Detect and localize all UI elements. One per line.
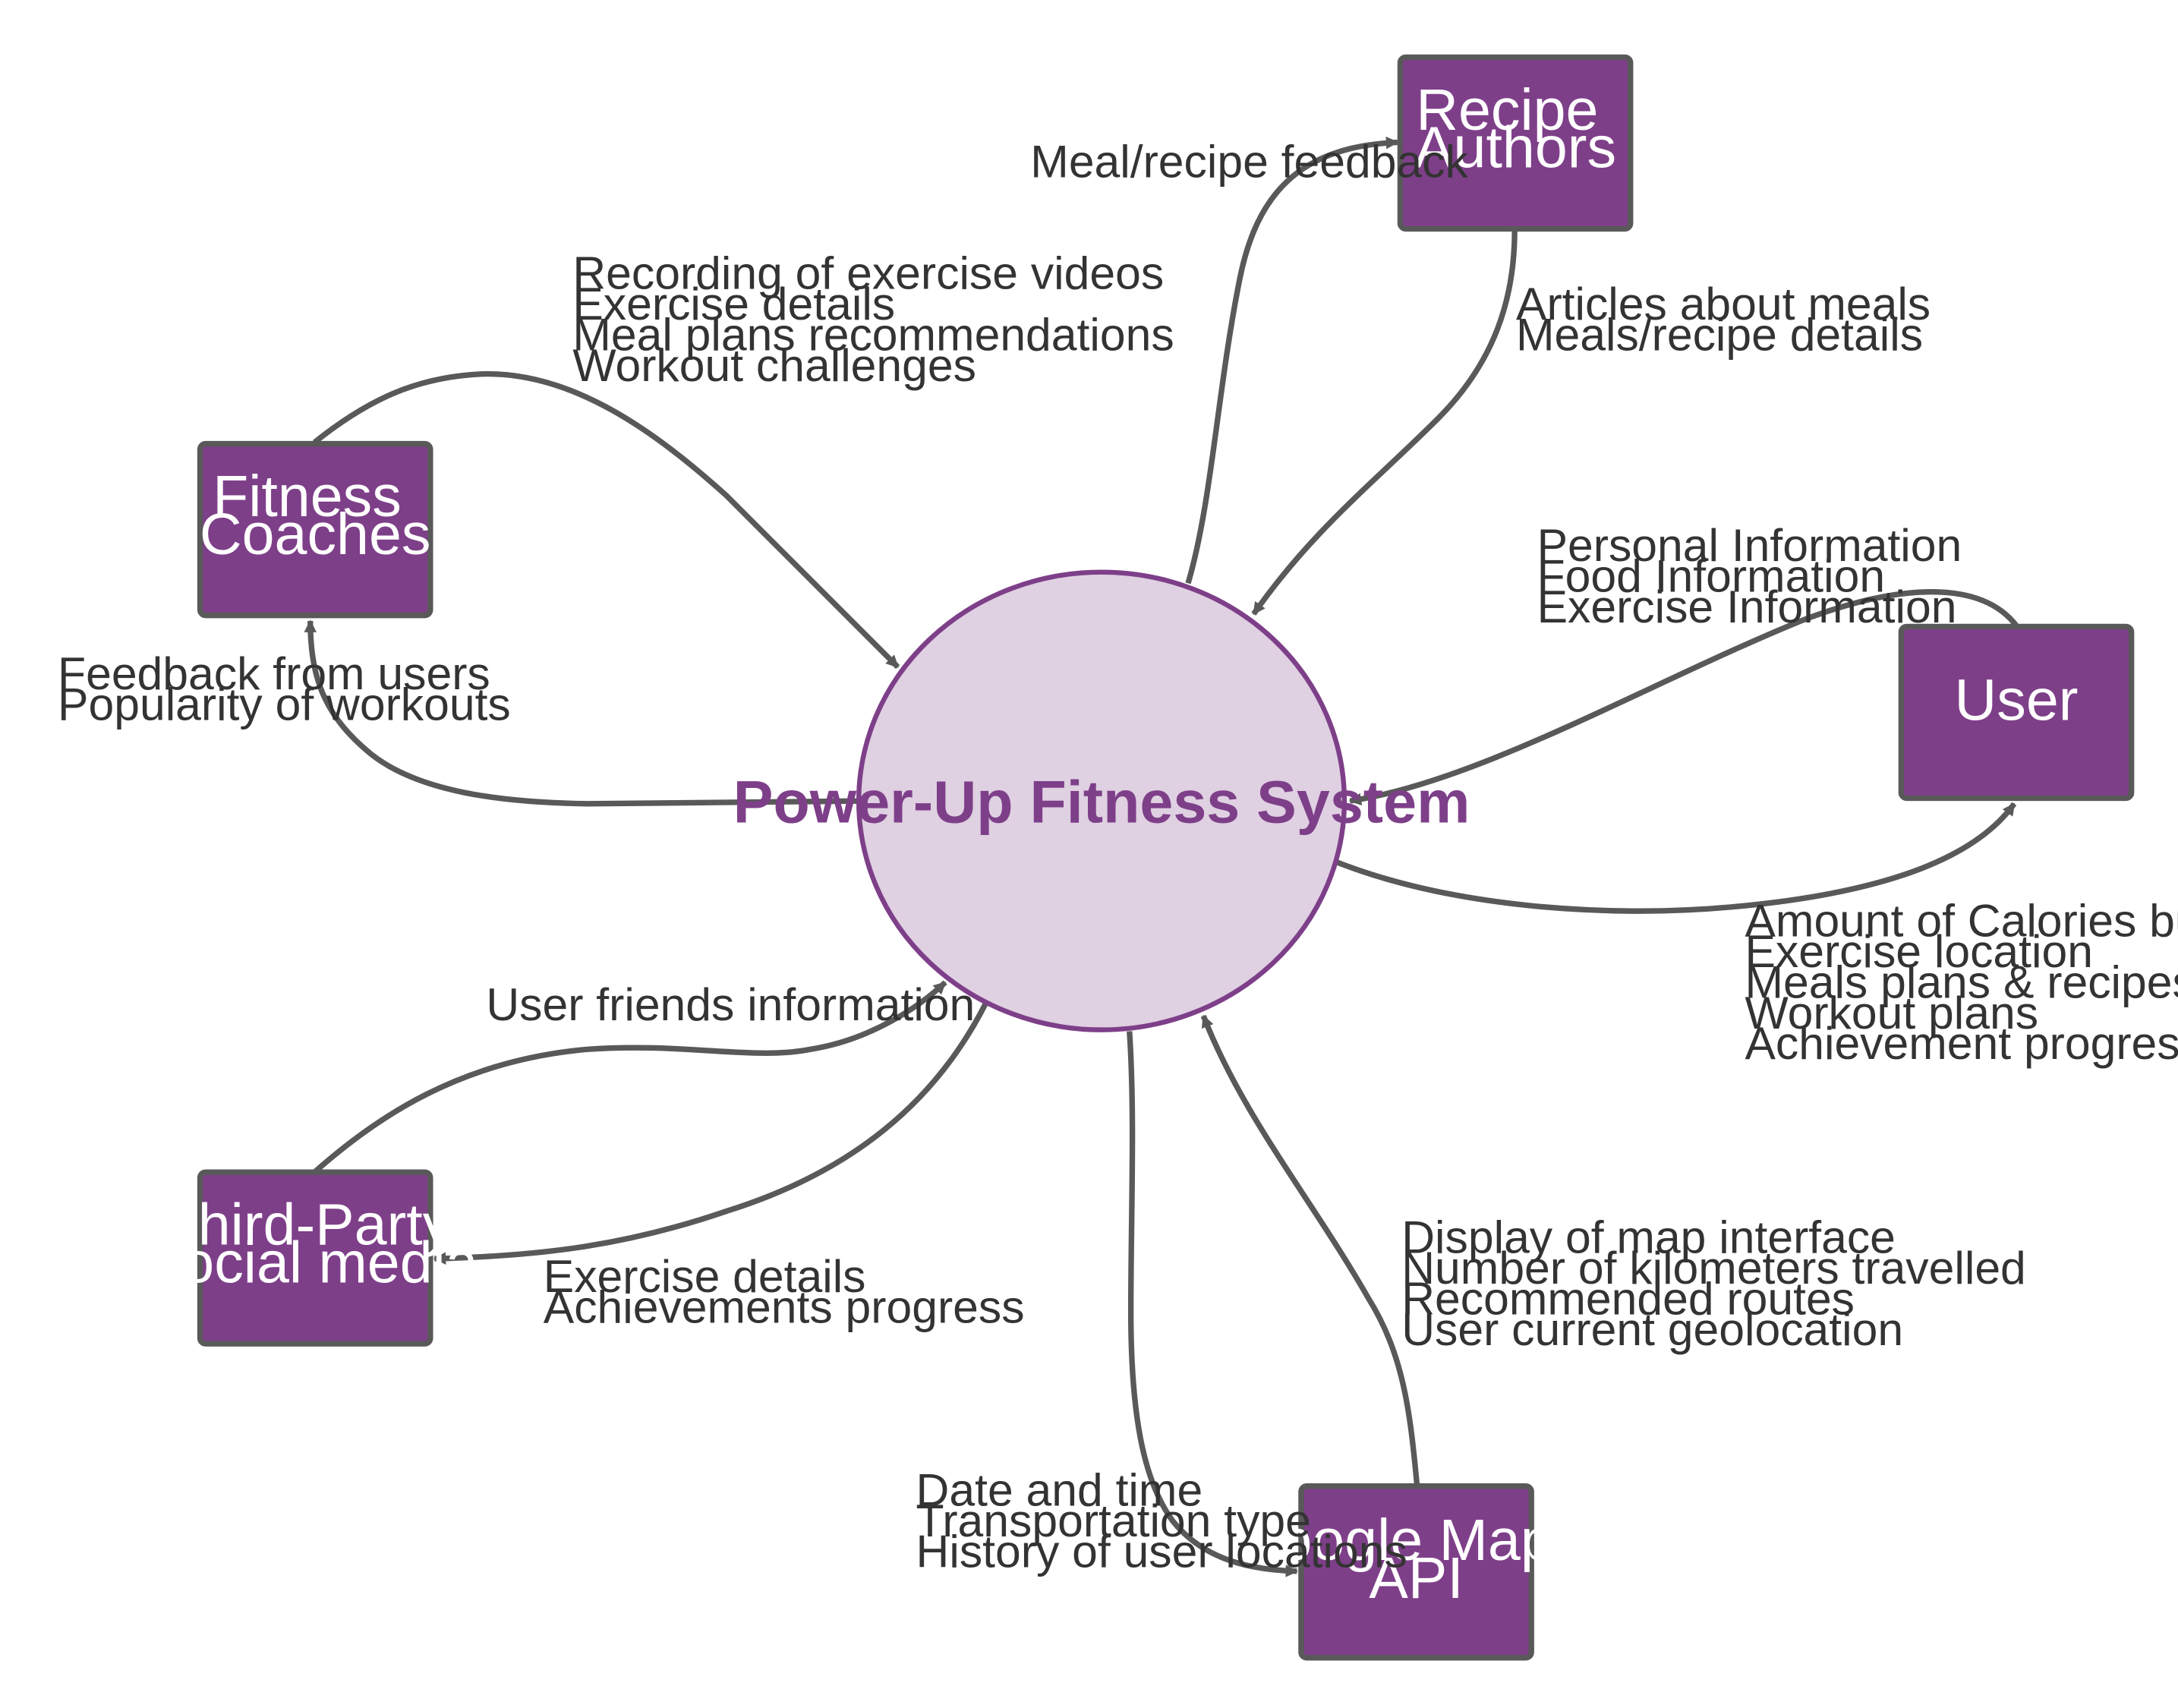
arrow-maps-output xyxy=(1200,1014,1420,1486)
flow-label-recipe-articles: Articles about meals Meals/recipe detail… xyxy=(1516,278,1943,360)
entity-box xyxy=(1397,54,1634,232)
arrow-meal-feedback xyxy=(1185,136,1399,585)
flow-label-user-input: Personal Information Food Information Ex… xyxy=(1537,519,1975,632)
entity-third-party-social-media[interactable]: Third-Party social media xyxy=(153,1169,478,1347)
flow-label-coach-feedback: Feedback from users Popularity of workou… xyxy=(58,648,511,730)
entity-google-maps-api[interactable]: Google Maps API xyxy=(1234,1483,1599,1661)
flow-label-maps-output: Display of map interface Number of kilom… xyxy=(1401,1212,2038,1355)
arrow-friends-info xyxy=(312,980,947,1174)
flow-label-friends-info: User friends information xyxy=(486,978,975,1030)
flow-label-meal-feedback: Meal/recipe feedback xyxy=(1030,135,1468,187)
flow-label-maps-input: Date and time Transportation type Histor… xyxy=(916,1464,1407,1577)
arrow-user-output xyxy=(1336,802,2017,914)
entity-fitness-coaches[interactable]: Fitness Coaches xyxy=(197,440,433,619)
arrow-maps-input xyxy=(1127,1031,1299,1577)
arrow-social-share xyxy=(433,1002,988,1265)
entity-user[interactable]: User xyxy=(1898,623,2135,802)
entity-recipe-authors[interactable]: Recipe Authors xyxy=(1397,54,1634,232)
arrow-coach-content xyxy=(312,370,900,670)
entity-label: User xyxy=(1955,668,2079,733)
arrow-coach-feedback xyxy=(304,619,858,807)
arrow-user-input xyxy=(1348,589,2019,806)
entity-label: Third-Party social media xyxy=(153,1193,478,1296)
entity-label: Fitness Coaches xyxy=(200,464,431,567)
process-label: Power-Up Fitness System xyxy=(733,767,1470,835)
entity-box xyxy=(197,440,433,619)
entity-box xyxy=(1298,1483,1534,1661)
entity-box xyxy=(1898,623,2135,802)
flow-label-user-output: Amount of Calories burnt Exercise locati… xyxy=(1745,894,2178,1069)
flow-label-social-share: Exercise details Achievements progress xyxy=(544,1250,1025,1332)
flow-label-coach-content: Recording of exercise videos Exercise de… xyxy=(572,247,1187,391)
entity-box xyxy=(197,1169,433,1347)
arrow-recipe-articles xyxy=(1251,230,1518,616)
entity-label: Google Maps API xyxy=(1234,1508,1599,1611)
process-circle[interactable] xyxy=(856,569,1347,1032)
entity-label: Recipe Authors xyxy=(1414,77,1616,181)
